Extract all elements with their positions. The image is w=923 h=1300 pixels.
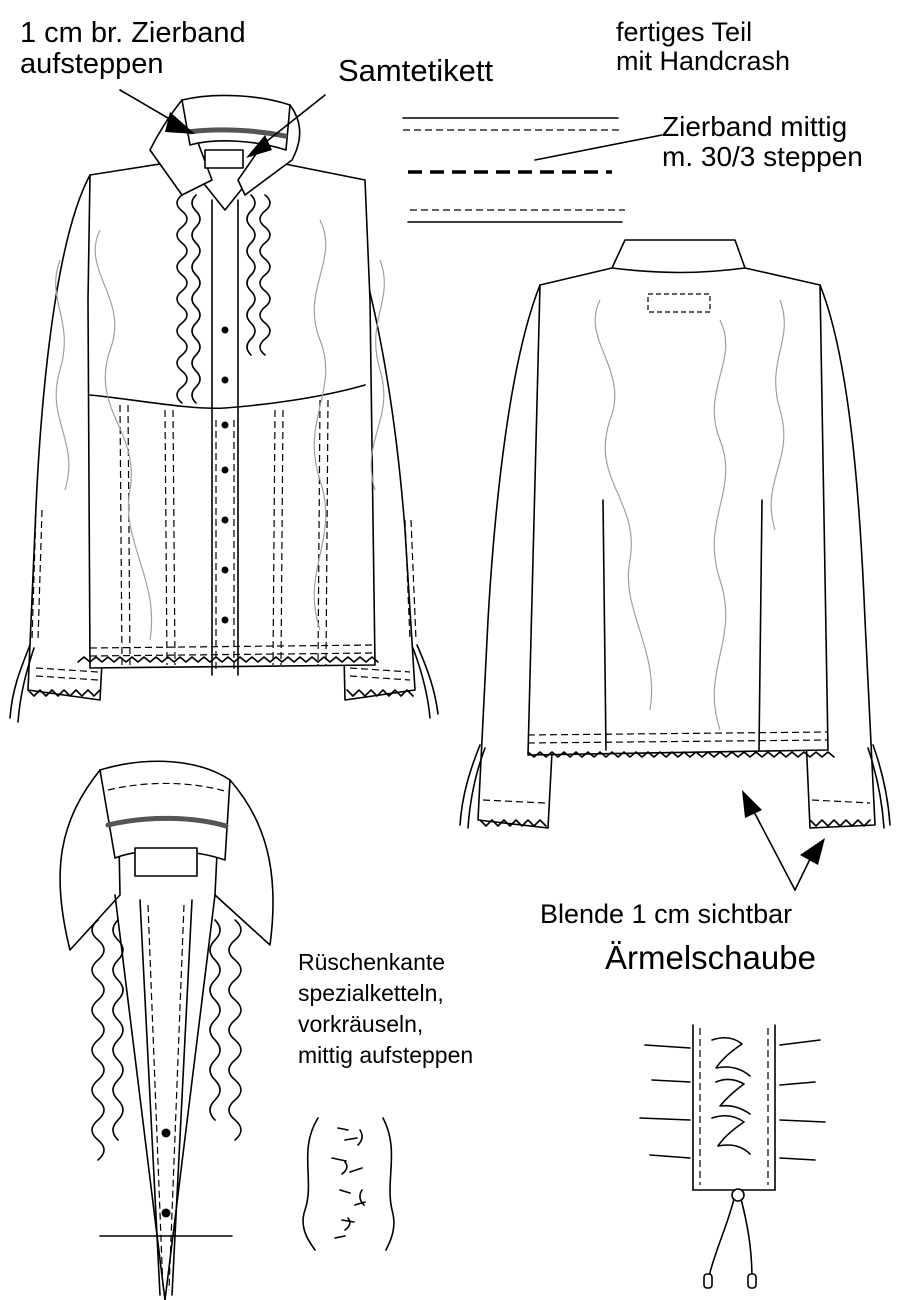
label-zierband-mittig: Zierband mittig m. 30/3 steppen: [662, 111, 863, 173]
label-zierband-line1: 1 cm br. Zierband: [20, 17, 246, 49]
ruffle-detail: [302, 1117, 395, 1251]
sleeve-placket-detail: [639, 1024, 826, 1289]
blouse-front-view: [9, 94, 439, 723]
label-fertiges-line2: mit Handcrash: [616, 46, 791, 77]
label-rueschen-line2: spezialketteln,: [298, 980, 444, 1007]
label-rueschenkante: Rüschenkante spezialketteln, vorkräuseln…: [298, 947, 473, 1071]
zierband-legend: [402, 117, 663, 223]
collar-detail: [59, 760, 274, 1300]
label-rueschen-line3: vorkräuseln,: [298, 1011, 424, 1038]
label-zierband: 1 cm br. Zierband aufsteppen: [20, 17, 246, 81]
label-aermelschaube: Ärmelschaube: [605, 939, 816, 976]
label-fertiges-line1: fertiges Teil: [616, 17, 753, 47]
label-zierband-line2: aufsteppen: [20, 48, 164, 81]
label-blende: Blende 1 cm sichtbar: [540, 899, 793, 929]
label-rueschen-line4: mittig aufsteppen: [298, 1042, 474, 1069]
label-arrows-top: [119, 89, 326, 158]
blende-arrows: [742, 790, 825, 891]
label-samtetikett: Samtetikett: [338, 53, 494, 88]
label-zierband-mittig-line1: Zierband mittig: [662, 111, 848, 142]
label-rueschen-line1: Rüschenkante: [298, 949, 446, 975]
label-zierband-mittig-line2: m. 30/3 steppen: [662, 141, 863, 173]
label-fertiges-teil: fertiges Teil mit Handcrash: [616, 17, 791, 77]
blouse-back-view: [459, 239, 891, 829]
